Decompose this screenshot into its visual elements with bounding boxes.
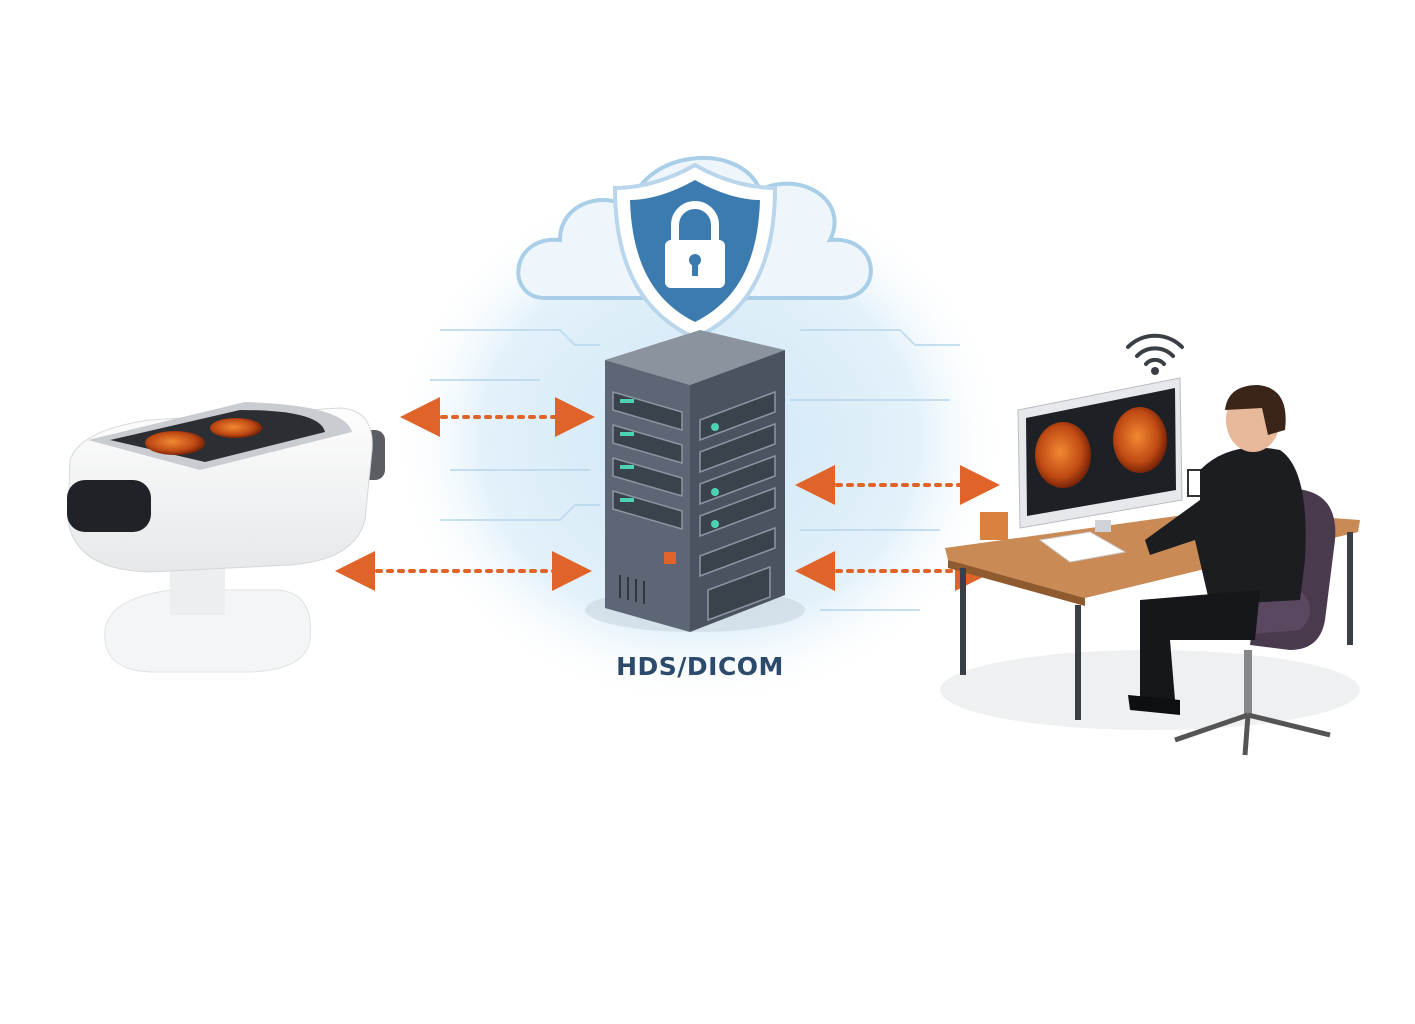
retinal-camera-device xyxy=(67,402,385,673)
monitor xyxy=(1017,377,1183,532)
circuit-lines xyxy=(430,329,960,611)
fundus-image-right xyxy=(1113,407,1167,473)
shield-lock-icon xyxy=(612,162,778,341)
server-rack-icon xyxy=(585,330,805,632)
fundus-image-left xyxy=(1035,422,1091,488)
data-flow-arrows xyxy=(335,397,1000,591)
wifi-icon xyxy=(1126,333,1184,375)
doctor-figure xyxy=(1128,385,1306,715)
server-label: HDS/DICOM xyxy=(616,652,784,681)
doctor-workstation xyxy=(940,377,1360,756)
